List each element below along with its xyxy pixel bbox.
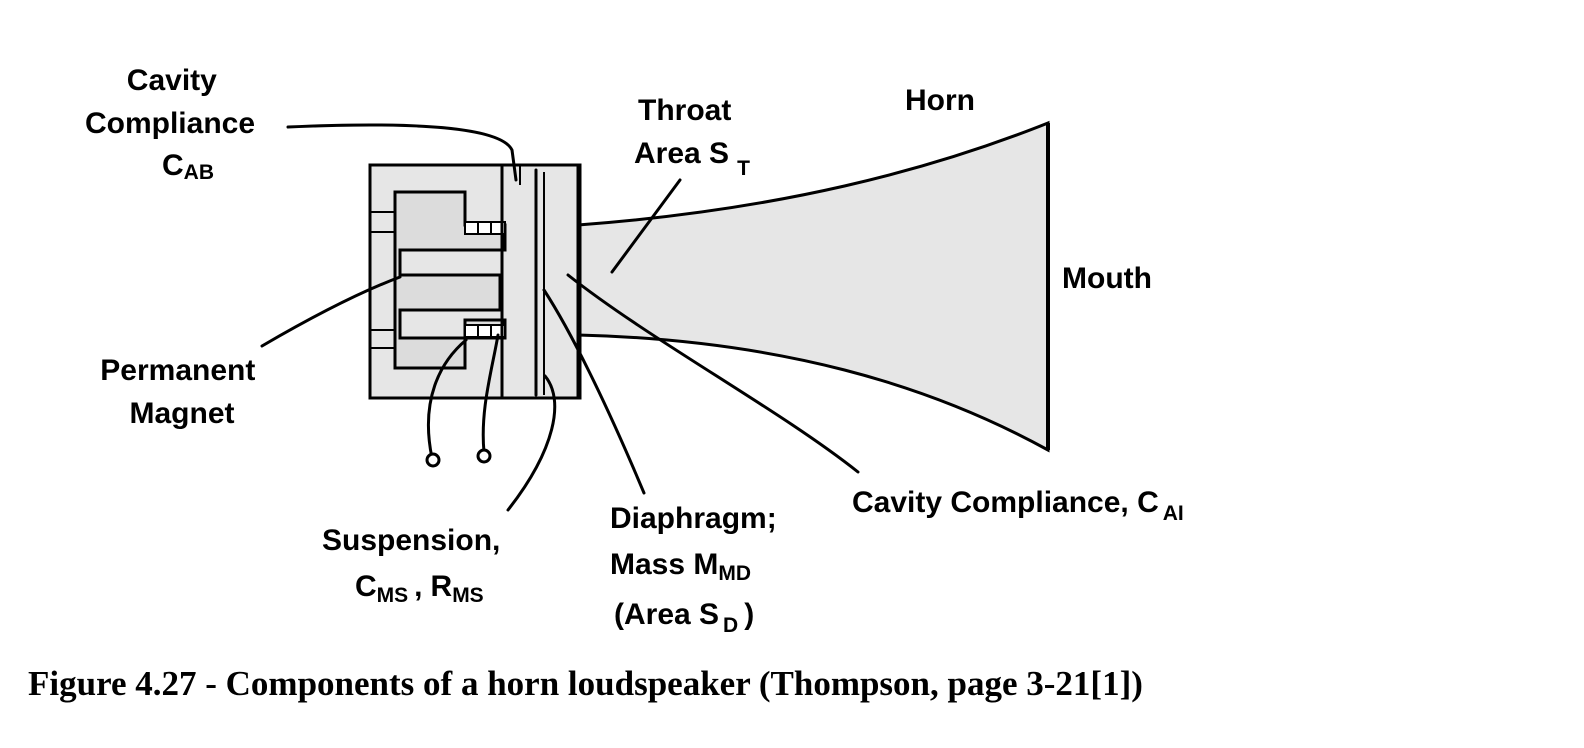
label-permanent-magnet: Permanent Magnet [100, 354, 263, 430]
label-mouth: Mouth [1062, 262, 1152, 295]
leader-suspension-3 [506, 374, 557, 512]
leader-cavity-compliance-ab [286, 123, 518, 182]
figure-caption: Figure 4.27 - Components of a horn louds… [28, 664, 1143, 703]
label-diaphragm: Diaphragm; [610, 502, 777, 535]
leader-suspension-1 [427, 338, 468, 460]
label-c-ab: CAB [162, 149, 214, 184]
leader-diaphragm [542, 288, 646, 495]
label-cms-rms: CMS,RMS [355, 570, 484, 607]
horn-body [576, 120, 1050, 453]
label-suspension: Suspension, [322, 524, 500, 557]
leader-permanent-magnet [260, 275, 402, 348]
label-cavity-compliance-ab: Cavity Compliance [85, 64, 255, 140]
label-horn: Horn [905, 84, 975, 117]
leader-cavity-compliance-ai [566, 273, 860, 474]
label-mass-mmd: Mass MMD [610, 548, 751, 585]
leader-throat-area [610, 178, 682, 274]
leader-suspension-2 [481, 333, 500, 454]
terminal-1 [425, 452, 441, 468]
terminal-2 [476, 448, 492, 464]
voice-coil-upper [464, 221, 506, 235]
voice-coil-lower [464, 324, 506, 338]
